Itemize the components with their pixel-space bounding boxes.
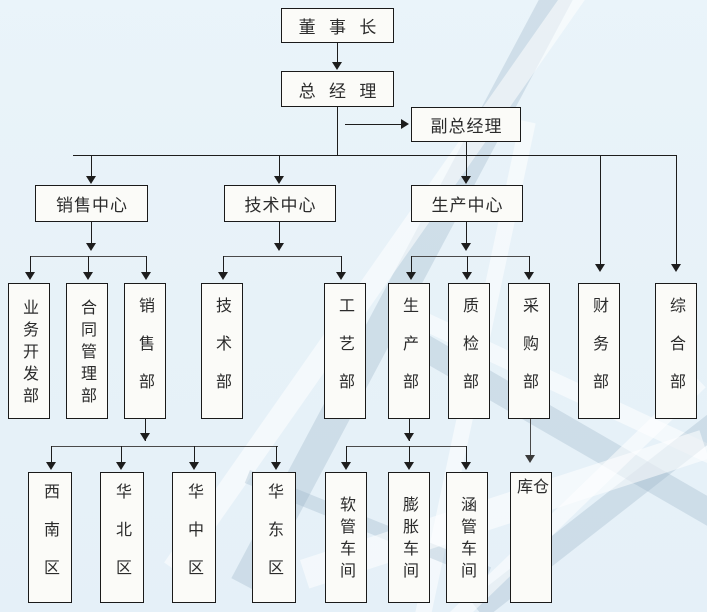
- node-sales-center[interactable]: 销售中心: [35, 185, 148, 222]
- node-production-center[interactable]: 生产中心: [411, 185, 523, 222]
- connector-tech-bar: [223, 256, 342, 258]
- arrow-quality-dept: [462, 272, 472, 280]
- arrow-sales-center-stem: [86, 243, 96, 251]
- node-culvert-workshop[interactable]: 涵管车间: [446, 472, 488, 603]
- node-southwest-region-label: 西南区: [41, 483, 60, 597]
- node-craft-dept[interactable]: 工艺部: [324, 283, 366, 419]
- node-business-dev-dept[interactable]: 业务开发部: [8, 283, 50, 419]
- node-production-dept-label: 生产部: [400, 296, 419, 411]
- node-general-manager-label: 总 经 理: [298, 81, 381, 102]
- arrow-central-region: [189, 462, 199, 470]
- node-sales-dept[interactable]: 销售部: [124, 283, 166, 419]
- node-production-center-label: 生产中心: [431, 196, 504, 216]
- node-warehouse[interactable]: 仓 库: [510, 472, 552, 603]
- arrow-production-center: [461, 176, 471, 184]
- arrow-general-affairs-dept: [671, 264, 681, 272]
- connector-sales-center-stem: [91, 222, 93, 244]
- connector-drop-sales-center: [91, 155, 93, 177]
- node-sales-dept-label: 销售部: [136, 296, 155, 411]
- node-business-dev-dept-label: 业务开发部: [20, 298, 39, 409]
- arrow-production-dept: [406, 272, 416, 280]
- arrow-east-region: [271, 462, 281, 470]
- arrow-southwest-region: [46, 462, 56, 470]
- connector-workshops-bar: [346, 446, 466, 448]
- arrow-finance-dept: [595, 264, 605, 272]
- connector-deputy-stem: [466, 142, 468, 155]
- connector-drop-tech-center: [279, 155, 281, 177]
- arrow-sales-dept-stem: [140, 433, 150, 441]
- node-east-region-label: 华东区: [265, 483, 284, 597]
- node-sales-center-label: 销售中心: [56, 196, 128, 216]
- connector-trunk-bar: [73, 155, 677, 157]
- arrow-production-center-stem: [461, 243, 471, 251]
- arrow-business-dev-dept: [25, 272, 35, 280]
- arrow-tech-center-stem: [274, 243, 284, 251]
- arrow-expansion-workshop: [404, 462, 414, 470]
- arrow-chairman-to-gm: [332, 62, 342, 70]
- node-southwest-region[interactable]: 西南区: [28, 472, 72, 603]
- node-finance-dept[interactable]: 财务部: [578, 283, 620, 419]
- arrow-culvert-workshop: [461, 462, 471, 470]
- node-expansion-workshop[interactable]: 膨胀车间: [388, 472, 430, 603]
- node-purchasing-dept-label: 采购部: [520, 296, 539, 411]
- node-contract-mgmt-dept[interactable]: 合同管理部: [66, 283, 108, 419]
- node-deputy-general-manager-label: 副总经理: [430, 117, 503, 137]
- arrow-sales-dept: [141, 272, 151, 280]
- node-tech-dept-label: 技术部: [213, 296, 232, 411]
- node-finance-dept-label: 财务部: [590, 296, 609, 411]
- arrow-purchasing-dept: [524, 272, 534, 280]
- node-tech-dept[interactable]: 技术部: [201, 283, 243, 419]
- node-deputy-general-manager[interactable]: 副总经理: [411, 107, 521, 142]
- node-general-affairs-dept-label: 综合部: [667, 296, 686, 411]
- node-chairman-label: 董 事 长: [298, 18, 381, 38]
- node-chairman[interactable]: 董 事 长: [281, 8, 394, 43]
- node-central-region-label: 华中区: [185, 483, 204, 597]
- connector-production-bar: [411, 256, 529, 258]
- connector-drop-production-center: [466, 155, 468, 177]
- connector-regions-bar: [51, 446, 278, 448]
- arrow-tech-center: [274, 176, 284, 184]
- arrow-hose-workshop: [341, 462, 351, 470]
- node-hose-workshop-label: 软管车间: [337, 496, 356, 584]
- connector-gm-stem: [337, 107, 339, 155]
- arrow-tech-dept: [218, 272, 228, 280]
- node-tech-center-label: 技术中心: [244, 196, 317, 216]
- node-purchasing-dept[interactable]: 采购部: [508, 283, 550, 419]
- node-tech-center[interactable]: 技术中心: [224, 185, 336, 222]
- arrow-contract-mgmt-dept: [83, 272, 93, 280]
- connector-drop-general-affairs: [676, 155, 678, 265]
- arrow-craft-dept: [336, 272, 346, 280]
- connector-chairman-to-gm: [337, 43, 339, 63]
- node-central-region[interactable]: 华中区: [172, 472, 216, 603]
- node-general-manager[interactable]: 总 经 理: [281, 71, 394, 107]
- node-quality-dept-label: 质检部: [460, 296, 479, 411]
- connector-gm-to-deputy: [345, 124, 402, 126]
- arrow-production-dept-stem: [404, 433, 414, 441]
- connector-purchasing-to-warehouse: [530, 419, 532, 457]
- node-quality-dept[interactable]: 质检部: [448, 283, 490, 419]
- node-warehouse-label: 仓 库: [514, 478, 549, 549]
- node-contract-mgmt-dept-label: 合同管理部: [78, 298, 97, 409]
- node-production-dept[interactable]: 生产部: [388, 283, 430, 419]
- node-culvert-workshop-label: 涵管车间: [458, 496, 477, 584]
- node-expansion-workshop-label: 膨胀车间: [400, 496, 419, 584]
- watermark-pipe-5: [470, 396, 707, 612]
- node-north-region-label: 华北区: [113, 483, 132, 597]
- arrow-north-region: [116, 462, 126, 470]
- node-general-affairs-dept[interactable]: 综合部: [655, 283, 697, 419]
- connector-drop-finance: [600, 155, 602, 265]
- arrow-sales-center: [86, 176, 96, 184]
- node-hose-workshop[interactable]: 软管车间: [325, 472, 367, 603]
- connector-tech-center-stem: [279, 222, 281, 244]
- arrow-warehouse: [525, 455, 535, 463]
- node-craft-dept-label: 工艺部: [336, 296, 355, 411]
- node-east-region[interactable]: 华东区: [252, 472, 296, 603]
- connector-production-center-stem: [466, 222, 468, 244]
- arrow-gm-to-deputy: [401, 119, 409, 129]
- node-north-region[interactable]: 华北区: [100, 472, 144, 603]
